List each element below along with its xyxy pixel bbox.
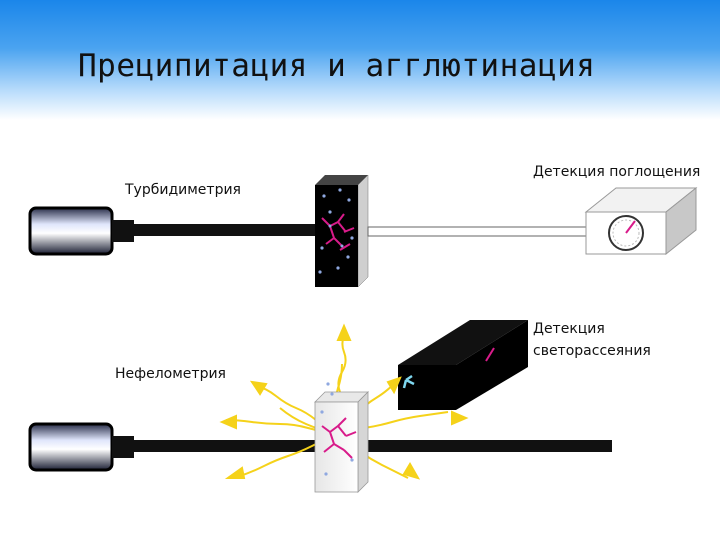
absorption-detector (584, 186, 698, 256)
turbidimetry-setup (28, 174, 698, 288)
label-turbidimetry: Турбидиметрия (125, 182, 241, 198)
light-source-lamp-bottom (28, 422, 134, 472)
header-banner (0, 0, 720, 120)
cuvette-top (315, 174, 369, 288)
light-beam-bottom (134, 440, 612, 452)
light-source-lamp-top (28, 206, 134, 256)
label-scatter-detection-line1: Детекция (533, 321, 605, 337)
nephelometry-setup (28, 320, 612, 493)
cuvette-bottom (314, 382, 369, 493)
label-absorption-detection: Детекция поглощения (533, 164, 701, 180)
label-nephelometry: Нефелометрия (115, 366, 226, 382)
light-beam-top (134, 224, 319, 236)
scatter-detector (398, 320, 528, 410)
transmitted-beam-top (367, 226, 591, 237)
slide-title: Преципитация и агглютинация (78, 48, 596, 84)
label-scatter-detection-line2: светорассеяния (533, 343, 651, 359)
